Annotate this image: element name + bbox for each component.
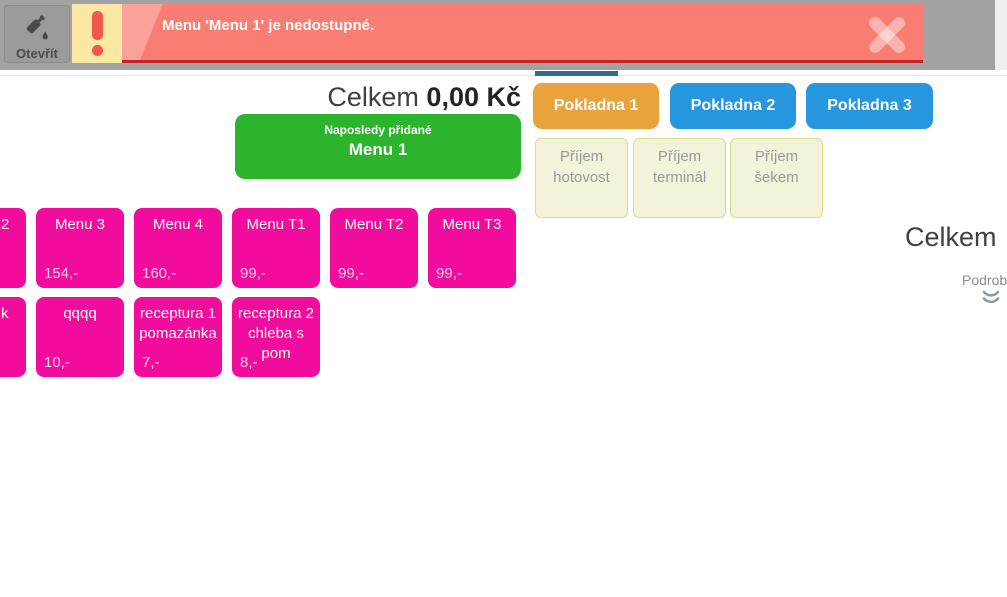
open-button-label: Otevřít: [16, 46, 58, 61]
tile-label: Menu T3: [442, 216, 502, 233]
tile-price: 10,-: [44, 354, 70, 371]
tile-price: 8,-: [240, 354, 258, 371]
chevron-double-down-icon[interactable]: [981, 289, 1001, 311]
tile-price: 99,-: [436, 265, 462, 282]
tile-label: k: [1, 305, 9, 322]
summary-details-link[interactable]: Podrob: [962, 272, 1007, 288]
notification-message: Menu 'Menu 1' je nedostupné.: [162, 17, 375, 34]
product-tile-qqqq[interactable]: qqqq 10,-: [36, 297, 124, 377]
tile-row-2: k qqqq 10,- receptura 1 pomazánka 7,- re…: [0, 297, 320, 377]
product-tile-menu-t3[interactable]: Menu T3 99,-: [428, 208, 516, 288]
content-divider: [0, 75, 1007, 76]
tile-label: Menu T2: [344, 216, 404, 233]
register-tab-pokladna-2[interactable]: Pokladna 2: [670, 83, 796, 129]
product-tile-menu-3[interactable]: Menu 3 154,-: [36, 208, 124, 288]
product-tile-partial[interactable]: k: [0, 297, 26, 377]
exclamation-icon-dot: [91, 45, 103, 56]
product-tile-receptura-2[interactable]: receptura 2 chleba s pom 8,-: [232, 297, 320, 377]
scrollbar-track[interactable]: [995, 0, 1007, 70]
bottle-icon: [22, 12, 52, 44]
tile-label: Menu 3: [54, 216, 106, 233]
product-tile-receptura-1[interactable]: receptura 1 pomazánka 7,-: [134, 297, 222, 377]
product-tile-menu-t2[interactable]: Menu T2 99,-: [330, 208, 418, 288]
product-tile-partial[interactable]: 2: [0, 208, 26, 288]
last-added-caption: Naposledy přidané: [324, 123, 432, 137]
tile-price: 154,-: [44, 265, 79, 282]
active-tab-indicator: [535, 71, 618, 76]
cart-total-label: Celkem: [327, 82, 419, 112]
product-tile-menu-t1[interactable]: Menu T1 99,-: [232, 208, 320, 288]
register-tab-pokladna-1[interactable]: Pokladna 1: [533, 83, 659, 129]
notification-banner: Menu 'Menu 1' je nedostupné.: [122, 4, 923, 63]
tile-label: receptura 1 pomazánka: [139, 305, 217, 342]
last-added-item: Menu 1: [348, 140, 408, 159]
warning-icon: [72, 4, 122, 63]
tile-price: 99,-: [338, 265, 364, 282]
tile-price: 99,-: [240, 265, 266, 282]
payment-button-terminal[interactable]: Příjem terminál: [633, 138, 726, 218]
summary-title: Celkem: [905, 222, 997, 252]
tile-label: 2: [1, 216, 10, 233]
tile-label: Menu T1: [246, 216, 306, 233]
last-added-button[interactable]: Naposledy přidané Menu 1: [235, 114, 521, 179]
top-bar: Otevřít Menu 'Menu 1' je nedostupné.: [0, 0, 995, 70]
register-tab-pokladna-3[interactable]: Pokladna 3: [806, 83, 933, 129]
payment-button-check[interactable]: Příjem šekem: [730, 138, 823, 218]
tile-price: 7,-: [142, 354, 160, 371]
tile-label: Menu 4: [152, 216, 204, 233]
cart-total-value: 0,00 Kč: [426, 82, 521, 112]
exclamation-icon-bar: [91, 11, 103, 40]
tile-label: receptura 2 chleba s pom: [238, 305, 314, 362]
payment-button-cash[interactable]: Příjem hotovost: [535, 138, 628, 218]
product-tile-menu-4[interactable]: Menu 4 160,-: [134, 208, 222, 288]
open-button[interactable]: Otevřít: [4, 5, 70, 63]
cart-total: Celkem 0,00 Kč: [0, 82, 521, 113]
tile-row-1: 2 Menu 3 154,- Menu 4 160,- Menu T1 99,-…: [0, 208, 516, 288]
tile-price: 160,-: [142, 265, 177, 282]
close-icon[interactable]: [865, 13, 909, 57]
tile-label: qqqq: [63, 305, 97, 322]
